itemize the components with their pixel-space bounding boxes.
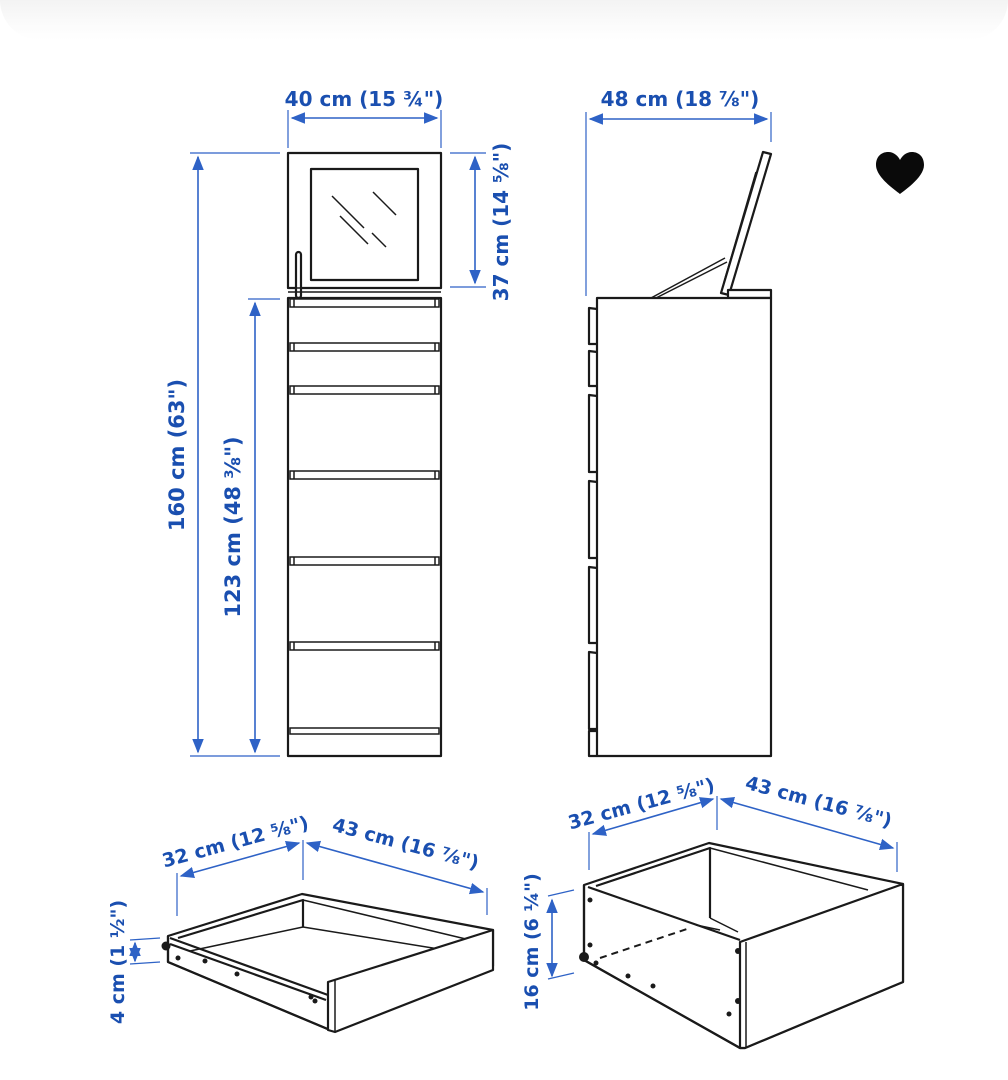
small-drawer-width-label: 32 cm (12 ⅝")	[160, 812, 311, 872]
small-drawer-depth-label: 43 cm (16 ⅞")	[330, 814, 481, 874]
mirror-height-label: 37 cm (14 ⅝")	[489, 143, 513, 302]
front-width-label: 40 cm (15 ¾")	[285, 87, 444, 111]
heart-icon	[876, 152, 924, 194]
side-view: 48 cm (18 ⅞")	[585, 87, 773, 758]
large-drawer-height-label: 16 cm (6 ¼")	[521, 873, 543, 1011]
small-drawer-view: 32 cm (12 ⅝") 43 cm (16 ⅞") 4 cm (1 ½")	[107, 812, 495, 1034]
top-shadow	[0, 0, 1008, 40]
small-drawer-height-label: 4 cm (1 ½")	[107, 900, 129, 1024]
total-height-label: 160 cm (63")	[165, 379, 189, 531]
front-view: 40 cm (15 ¾") 37 cm (14 ⅝")	[165, 87, 513, 758]
large-drawer-depth-label: 43 cm (16 ⅞")	[743, 772, 894, 832]
body-height-label: 123 cm (48 ⅜")	[221, 436, 245, 617]
favorite-button[interactable]	[872, 150, 928, 196]
large-drawer-view: 32 cm (12 ⅝") 43 cm (16 ⅞") 16 cm (6 ¼")	[521, 772, 905, 1050]
side-depth-label: 48 cm (18 ⅞")	[601, 87, 760, 111]
